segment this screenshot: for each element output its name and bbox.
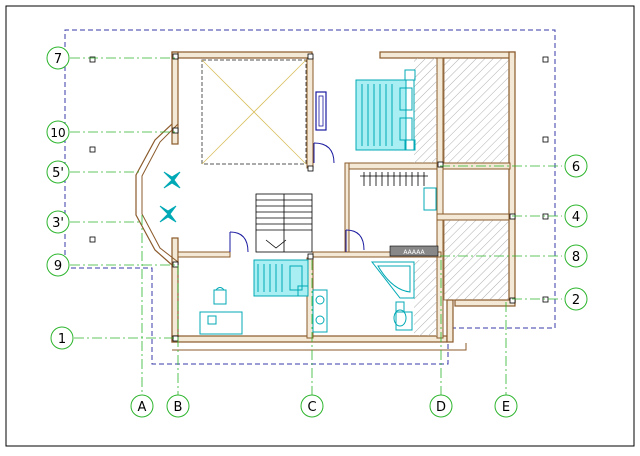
axis-bubble-4: 4 bbox=[564, 204, 588, 228]
axis-bubble-6: 6 bbox=[564, 154, 588, 178]
axis-label-B: B bbox=[174, 400, 183, 415]
balcony-hatch-top bbox=[443, 57, 510, 164]
posts bbox=[172, 53, 516, 342]
axis-label-2: 2 bbox=[572, 293, 580, 308]
wardrobe-top bbox=[315, 91, 327, 131]
wardrobe-top-inner bbox=[318, 95, 324, 127]
axis-bubble-2: 2 bbox=[564, 287, 588, 311]
axis-bubble-C: C bbox=[300, 394, 324, 418]
axis-bubble-9: 9 bbox=[46, 253, 70, 277]
cabinet-right bbox=[423, 187, 437, 211]
axis-bubble-D: D bbox=[429, 394, 453, 418]
wash-basins bbox=[312, 289, 328, 333]
axis-bubble-7: 7 bbox=[46, 46, 70, 70]
axis-label-9: 9 bbox=[54, 259, 62, 274]
axis-bubble-B: B bbox=[166, 394, 190, 418]
kitchen-label: AAAAA bbox=[403, 249, 425, 256]
roof-outline bbox=[64, 29, 556, 365]
exterior-walls bbox=[171, 51, 516, 343]
axis-bubble-5p: 5' bbox=[46, 160, 70, 184]
staircase bbox=[255, 193, 313, 253]
interior-walls bbox=[177, 57, 511, 339]
wall-hatch-b bbox=[414, 260, 437, 336]
bathtub bbox=[370, 261, 415, 299]
bay-window-inner bbox=[141, 123, 179, 263]
axis-label-4: 4 bbox=[572, 210, 580, 225]
axis-bubble-A: A bbox=[130, 394, 154, 418]
axis-label-A: A bbox=[138, 400, 147, 415]
outer-trim bbox=[172, 343, 467, 351]
axis-label-8: 8 bbox=[572, 250, 580, 265]
desk-with-chair bbox=[199, 287, 243, 335]
kitchen-counter bbox=[389, 245, 439, 257]
axis-bubble-10: 10 bbox=[46, 120, 70, 144]
axis-label-C: C bbox=[307, 400, 316, 415]
axis-label-D: D bbox=[436, 400, 446, 415]
axis-label-1: 1 bbox=[58, 332, 66, 347]
balcony-hatch-bottom bbox=[443, 219, 510, 301]
axis-bubble-1: 1 bbox=[50, 326, 74, 350]
grid-lines bbox=[70, 57, 562, 395]
axis-bubble-3p: 3' bbox=[46, 210, 70, 234]
bay-window-outer bbox=[135, 123, 173, 266]
axis-label-3p: 3' bbox=[52, 216, 64, 231]
axis-label-10: 10 bbox=[50, 126, 65, 140]
closet-rack bbox=[360, 172, 428, 186]
axis-label-E: E bbox=[502, 400, 510, 415]
doors bbox=[229, 142, 365, 253]
axis-bubble-8: 8 bbox=[564, 244, 588, 268]
plants bbox=[159, 171, 181, 223]
single-bed bbox=[253, 259, 309, 297]
axis-bubble-E: E bbox=[494, 394, 518, 418]
double-bed bbox=[355, 69, 416, 151]
roof-corner-markers bbox=[89, 56, 549, 303]
axis-label-5p: 5' bbox=[52, 166, 64, 181]
wall-hatch-a bbox=[414, 58, 437, 163]
sheet-frame bbox=[5, 5, 635, 447]
axis-label-7: 7 bbox=[54, 52, 62, 67]
double-height-void bbox=[201, 59, 307, 165]
axis-label-6: 6 bbox=[572, 160, 580, 175]
toilet bbox=[393, 301, 413, 331]
